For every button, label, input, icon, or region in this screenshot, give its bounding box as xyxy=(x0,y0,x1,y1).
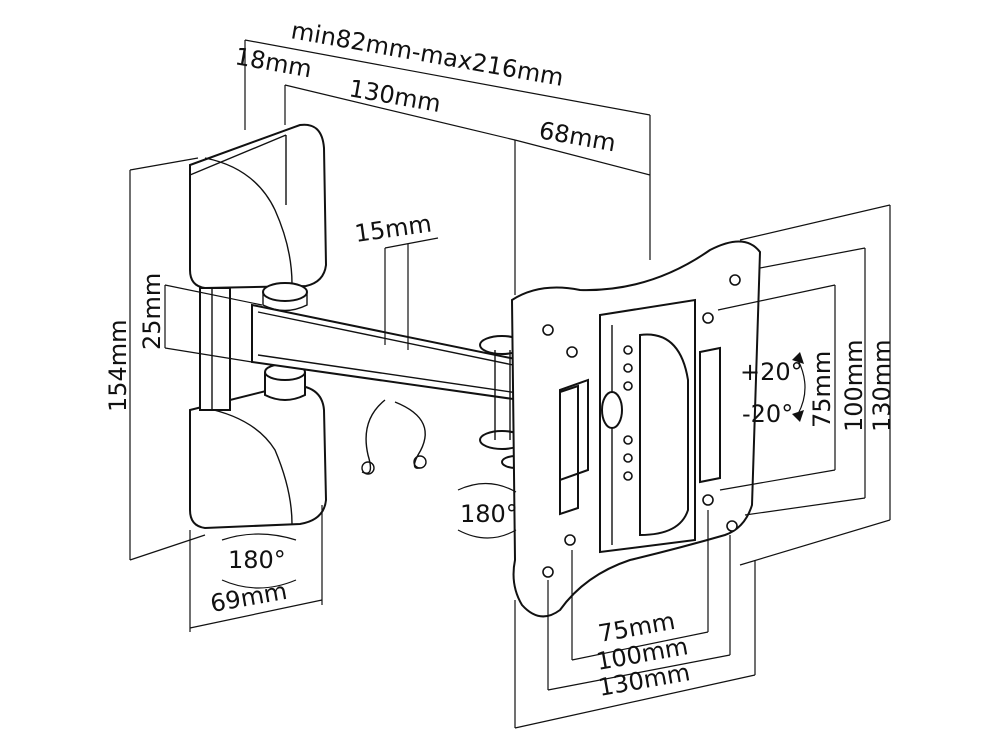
tilt-up-label: +20° xyxy=(740,358,803,386)
rotation-arrows xyxy=(221,352,806,589)
tilt-down-label: -20° xyxy=(742,400,793,428)
vesa-hole xyxy=(564,534,576,546)
vesa-vertical-75-label: 75mm xyxy=(808,351,836,428)
wall-plate-width-label: 69mm xyxy=(208,577,289,618)
vesa-hole xyxy=(702,494,714,506)
depth-range-label: min82mm-max216mm xyxy=(289,16,566,92)
arm-height-label: 25mm xyxy=(138,273,166,350)
rotation-arm-label: 180° xyxy=(460,500,518,528)
vesa-hole xyxy=(542,566,554,578)
vesa-vertical-100-label: 100mm xyxy=(840,339,868,432)
rotation-wall-label: 180° xyxy=(228,546,286,574)
vesa-hole xyxy=(702,312,714,324)
vesa-vertical-130-label: 130mm xyxy=(868,339,896,432)
wall-plate-height-label: 154mm xyxy=(104,319,132,412)
vesa-hole xyxy=(726,520,738,532)
head-depth-label: 68mm xyxy=(537,116,618,157)
vesa-hole xyxy=(542,324,554,336)
vesa-plate xyxy=(510,240,762,618)
vesa-hole xyxy=(566,346,578,358)
wall-plate xyxy=(189,123,328,530)
arm-gap-label: 15mm xyxy=(353,209,433,247)
dimension-lines xyxy=(129,39,891,729)
vesa-hole xyxy=(729,274,741,286)
